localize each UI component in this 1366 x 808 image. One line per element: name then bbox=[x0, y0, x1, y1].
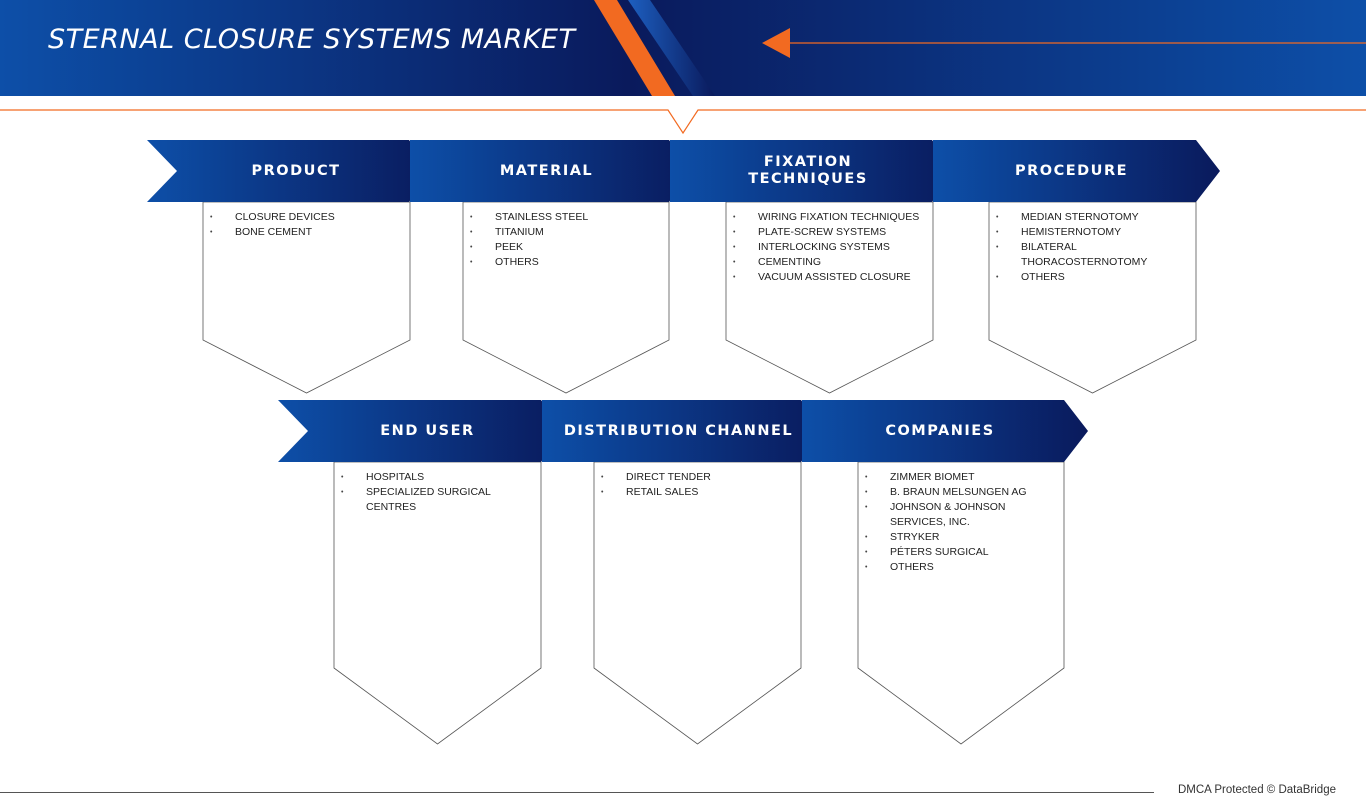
list-item: BILATERAL THORACOSTERNOTOMY bbox=[996, 240, 1183, 270]
companies-chevron bbox=[802, 400, 1088, 462]
list-item: HEMISTERNOTOMY bbox=[996, 225, 1183, 240]
procedure-items: MEDIAN STERNOTOMYHEMISTERNOTOMYBILATERAL… bbox=[996, 210, 1183, 285]
list-item: PLATE-SCREW SYSTEMS bbox=[733, 225, 920, 240]
list-item: CLOSURE DEVICES bbox=[210, 210, 397, 225]
list-item: CEMENTING bbox=[733, 255, 920, 270]
list-item: INTERLOCKING SYSTEMS bbox=[733, 240, 920, 255]
list-item: BONE CEMENT bbox=[210, 225, 397, 240]
product-label: PRODUCT bbox=[251, 162, 341, 179]
distribution-channel-items: DIRECT TENDERRETAIL SALES bbox=[601, 470, 788, 500]
list-item: TITANIUM bbox=[470, 225, 656, 240]
end-user-chevron bbox=[278, 400, 565, 462]
companies-label: COMPANIES bbox=[885, 422, 995, 439]
list-item: OTHERS bbox=[470, 255, 656, 270]
end-user-label: END USER bbox=[380, 422, 475, 439]
banner-orange-stripe bbox=[594, 0, 675, 96]
end-user-items: HOSPITALSSPECIALIZED SURGICAL CENTRES bbox=[341, 470, 528, 515]
list-item: RETAIL SALES bbox=[601, 485, 788, 500]
companies-items: ZIMMER BIOMETB. BRAUN MELSUNGEN AGJOHNSO… bbox=[865, 470, 1051, 575]
distribution-channel-label: DISTRIBUTION CHANNEL bbox=[563, 422, 794, 439]
footer-copyright: DMCA Protected © DataBridge bbox=[1177, 784, 1336, 796]
page-title: STERNAL CLOSURE SYSTEMS MARKET bbox=[48, 24, 576, 55]
procedure-chevron bbox=[933, 140, 1220, 202]
header-connector bbox=[0, 109, 1366, 135]
list-item: SPECIALIZED SURGICAL CENTRES bbox=[341, 485, 528, 515]
list-item: VACUUM ASSISTED CLOSURE bbox=[733, 270, 920, 285]
distribution-channel-chevron bbox=[542, 400, 825, 462]
material-items: STAINLESS STEELTITANIUMPEEKOTHERS bbox=[470, 210, 656, 270]
list-item: JOHNSON & JOHNSON SERVICES, INC. bbox=[865, 500, 1051, 530]
procedure-label: PROCEDURE bbox=[1014, 162, 1129, 179]
product-chevron bbox=[147, 140, 433, 202]
fixation-techniques-items: WIRING FIXATION TECHNIQUESPLATE-SCREW SY… bbox=[733, 210, 920, 285]
material-label: MATERIAL bbox=[499, 162, 594, 179]
list-item: WIRING FIXATION TECHNIQUES bbox=[733, 210, 920, 225]
arrow-left-icon bbox=[762, 28, 790, 58]
list-item: MEDIAN STERNOTOMY bbox=[996, 210, 1183, 225]
distribution-channel-box bbox=[593, 461, 802, 745]
list-item: ZIMMER BIOMET bbox=[865, 470, 1051, 485]
fixation-techniques-chevron bbox=[670, 140, 956, 202]
list-item: DIRECT TENDER bbox=[601, 470, 788, 485]
list-item: STRYKER bbox=[865, 530, 1051, 545]
banner-blue-stripe bbox=[628, 0, 715, 96]
material-chevron bbox=[410, 140, 693, 202]
list-item: OTHERS bbox=[865, 560, 1051, 575]
list-item: OTHERS bbox=[996, 270, 1183, 285]
header-banner bbox=[0, 0, 1366, 96]
fixation-techniques-label: FIXATION TECHNIQUES bbox=[748, 154, 868, 187]
product-items: CLOSURE DEVICESBONE CEMENT bbox=[210, 210, 397, 240]
list-item: PÉTERS SURGICAL bbox=[865, 545, 1051, 560]
list-item: STAINLESS STEEL bbox=[470, 210, 656, 225]
footer-divider bbox=[0, 792, 1154, 793]
list-item: PEEK bbox=[470, 240, 656, 255]
list-item: HOSPITALS bbox=[341, 470, 528, 485]
list-item: B. BRAUN MELSUNGEN AG bbox=[865, 485, 1051, 500]
